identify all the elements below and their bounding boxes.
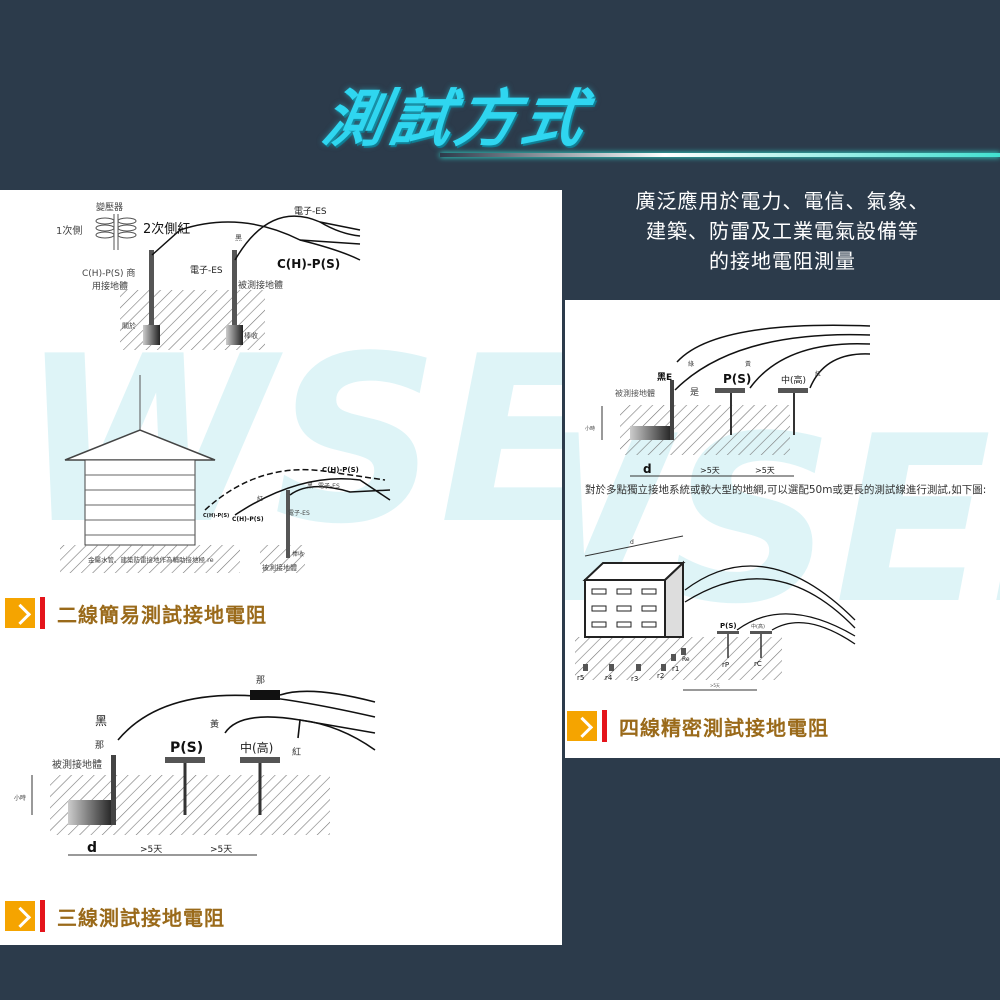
transformer-coil-icon <box>95 214 137 250</box>
rod1-label: C(H)-P(S) 商 <box>82 267 135 279</box>
page-title: 測試方式 <box>317 82 595 155</box>
distance-label: >5天 <box>700 466 720 475</box>
distance-label: >5天 <box>210 845 232 855</box>
diagram-four-wire: d r5 r4 r3 r2 r1 Re P(S) 中(高) rP rC >5天 <box>575 535 856 691</box>
section-header-two-wire: 二線簡易測試接地電阻 <box>5 597 267 629</box>
junction-label: 電子-ES <box>294 206 327 217</box>
cable-label: C(H)-P(S) <box>277 257 340 271</box>
section-header-four-wire: 四線精密測試接地電阻 <box>567 710 829 742</box>
right-panel: WSENSOR 綠 黑E 是 黃 紅 被測接地體 P(S) 中(高) 小時 d … <box>565 300 1000 758</box>
yellow-label: 黃 <box>210 718 219 730</box>
brick-wall <box>85 474 195 536</box>
d-label: d <box>630 539 634 546</box>
r-label: r2 <box>657 672 664 680</box>
distance-label: >5天 <box>710 683 720 688</box>
rod2-body-label: 被測接地體 <box>238 279 283 291</box>
ground-text: 金屬水管、建築防雷接地作為輔助接地極 re <box>88 555 214 564</box>
rod-base-label: 棒收 <box>292 550 304 558</box>
rod-body-label: 被測接地體 <box>262 563 297 572</box>
r-label: r5 <box>577 674 584 682</box>
mid-label: 中(高) <box>240 740 273 755</box>
clip-label: C(H)-P(S) <box>203 513 229 519</box>
es-label: 電子-ES <box>318 483 340 490</box>
black-label: 黑E <box>657 372 672 383</box>
rod2-label: 電子-ES <box>190 265 223 276</box>
ps-label: P(S) <box>723 372 751 386</box>
left-diagrams: WSENSOR 變壓器 1次側 2次側紅 關於 棒收 C(H)-P(S) 商 用… <box>14 201 562 856</box>
diagram-three-wire: 那 黑 那 黃 紅 被測接地體 P(S) 中(高) 小時 d >5天 >5天 0… <box>14 675 376 856</box>
clip-label: 是 <box>690 387 699 398</box>
ps-label: P(S) <box>170 740 203 756</box>
body-label: 被測接地體 <box>615 388 655 398</box>
distance-label: >5天 <box>755 466 775 475</box>
diagram-two-wire-1: 變壓器 1次側 2次側紅 關於 棒收 C(H)-P(S) 商 用接地體 黑 電子… <box>56 201 361 350</box>
chevron-icon <box>567 711 597 741</box>
rod1-label: 用接地體 <box>92 280 128 292</box>
caption-text: 對於多點獨立接地系統或較大型的地網,可以選配50m或更長的測試線進行測試,如下圖… <box>585 484 987 496</box>
left-panel: WSENSOR 變壓器 1次側 2次側紅 關於 棒收 C(H)-P(S) 商 用… <box>0 190 562 945</box>
ground <box>120 290 265 350</box>
intro-line: 建築、防雷及工業電氣設備等 <box>646 219 919 243</box>
rod-base-label: 關於 <box>122 321 136 330</box>
secondary-label: 2次側紅 <box>143 221 190 237</box>
re-label: Re <box>682 656 690 663</box>
section-header-three-wire: 三線測試接地電阻 <box>5 900 225 932</box>
black-label: 黑 <box>95 714 107 728</box>
section-title: 四線精密測試接地電阻 <box>619 715 829 740</box>
red-label: 紅 <box>257 495 263 503</box>
black-label: 黑 <box>307 483 313 490</box>
depth-label: 小時 <box>585 425 595 432</box>
depth-label: 小時 <box>14 794 26 802</box>
d-label: d <box>643 462 652 476</box>
clip-label: 那 <box>95 740 104 751</box>
mid-label: 中(高) <box>781 374 806 386</box>
transformer-label: 變壓器 <box>96 201 123 213</box>
diagram-three-wire-2: 綠 黑E 是 黃 紅 被測接地體 P(S) 中(高) 小時 d >5天 >5天 … <box>585 324 871 477</box>
test-cables <box>684 565 856 645</box>
rp-label: rP <box>722 661 729 669</box>
intro-line: 的接地電阻測量 <box>709 249 856 273</box>
intro-line: 廣泛應用於電力、電信、氣象、 <box>635 189 930 213</box>
intro-text: 廣泛應用於電力、電信、氣象、 建築、防雷及工業電氣設備等 的接地電阻測量 <box>565 186 1000 276</box>
yellow-label: 黃 <box>745 360 751 368</box>
building-windows <box>591 588 657 628</box>
test-cables <box>151 215 361 261</box>
body-label: 被測接地體 <box>52 758 102 771</box>
rod-es-label: 電子-ES <box>288 510 310 517</box>
d-label: d <box>87 840 97 856</box>
right-diagrams: WSENSOR 綠 黑E 是 黃 紅 被測接地體 P(S) 中(高) 小時 d … <box>565 324 1000 691</box>
distance-label: >5天 <box>140 845 162 855</box>
primary-label: 1次側 <box>56 224 82 237</box>
r-label: r1 <box>672 665 679 673</box>
junction-label: 那 <box>256 675 265 686</box>
red-label: 紅 <box>292 747 301 758</box>
red-label: 紅 <box>815 370 821 378</box>
test-cables <box>674 324 871 391</box>
diagram-two-wire-2: 金屬水管、建築防雷接地作為輔助接地極 re 棒收 被測接地體 C(H)-P(S)… <box>60 375 391 573</box>
r-label: r3 <box>631 675 638 683</box>
chevron-icon <box>5 901 35 931</box>
rod-base-label: 棒收 <box>244 331 258 340</box>
ps-label: P(S) <box>720 622 737 630</box>
section-title: 三線測試接地電阻 <box>57 905 225 930</box>
r-label: r4 <box>605 674 613 682</box>
title-underline-glow <box>440 153 1000 157</box>
chevron-icon <box>5 598 35 628</box>
clip-label: C(H)-P(S) <box>232 516 264 523</box>
cable-label: C(H)-P(S) <box>322 466 359 474</box>
section-title: 二線簡易測試接地電阻 <box>57 602 267 627</box>
rc-label: rC <box>754 660 762 668</box>
mid-label: 中(高) <box>751 623 765 630</box>
green-label: 綠 <box>688 360 694 368</box>
rod2-top-label: 黑 <box>235 234 242 242</box>
